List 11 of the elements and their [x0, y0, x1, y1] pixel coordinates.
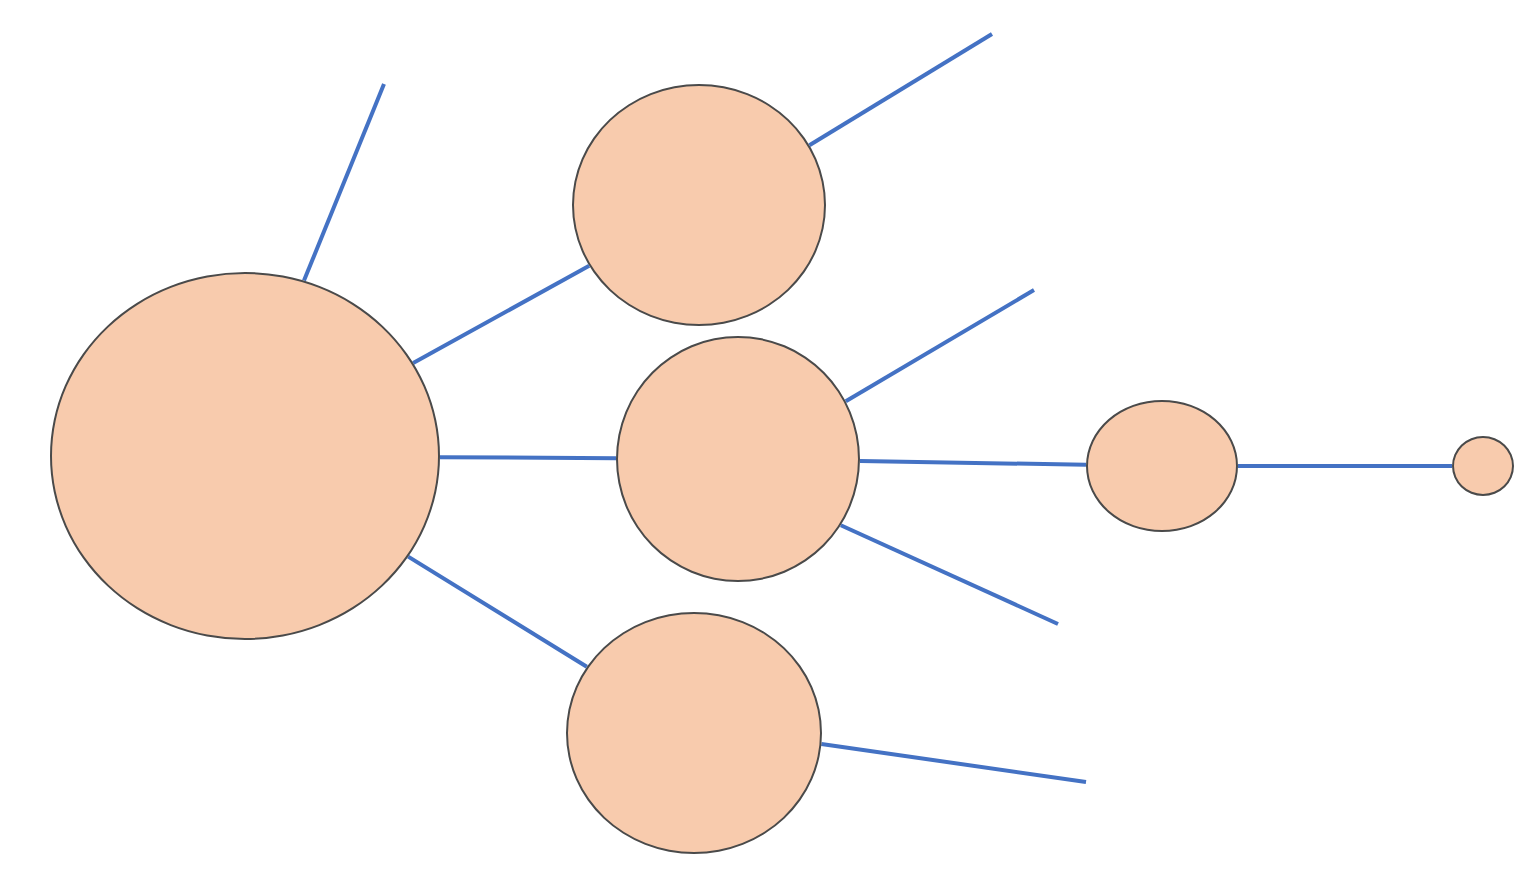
connector-line	[839, 523, 1059, 626]
connector-line	[440, 455, 616, 461]
connector-line	[821, 742, 1087, 784]
connector-line	[808, 32, 994, 147]
connector-line	[844, 288, 1035, 403]
connector-line	[407, 554, 588, 669]
circle-node	[1452, 436, 1514, 496]
connector-line	[412, 264, 591, 365]
connector-line	[859, 459, 1087, 467]
connector-line	[302, 83, 386, 282]
connector-line	[1238, 464, 1452, 468]
